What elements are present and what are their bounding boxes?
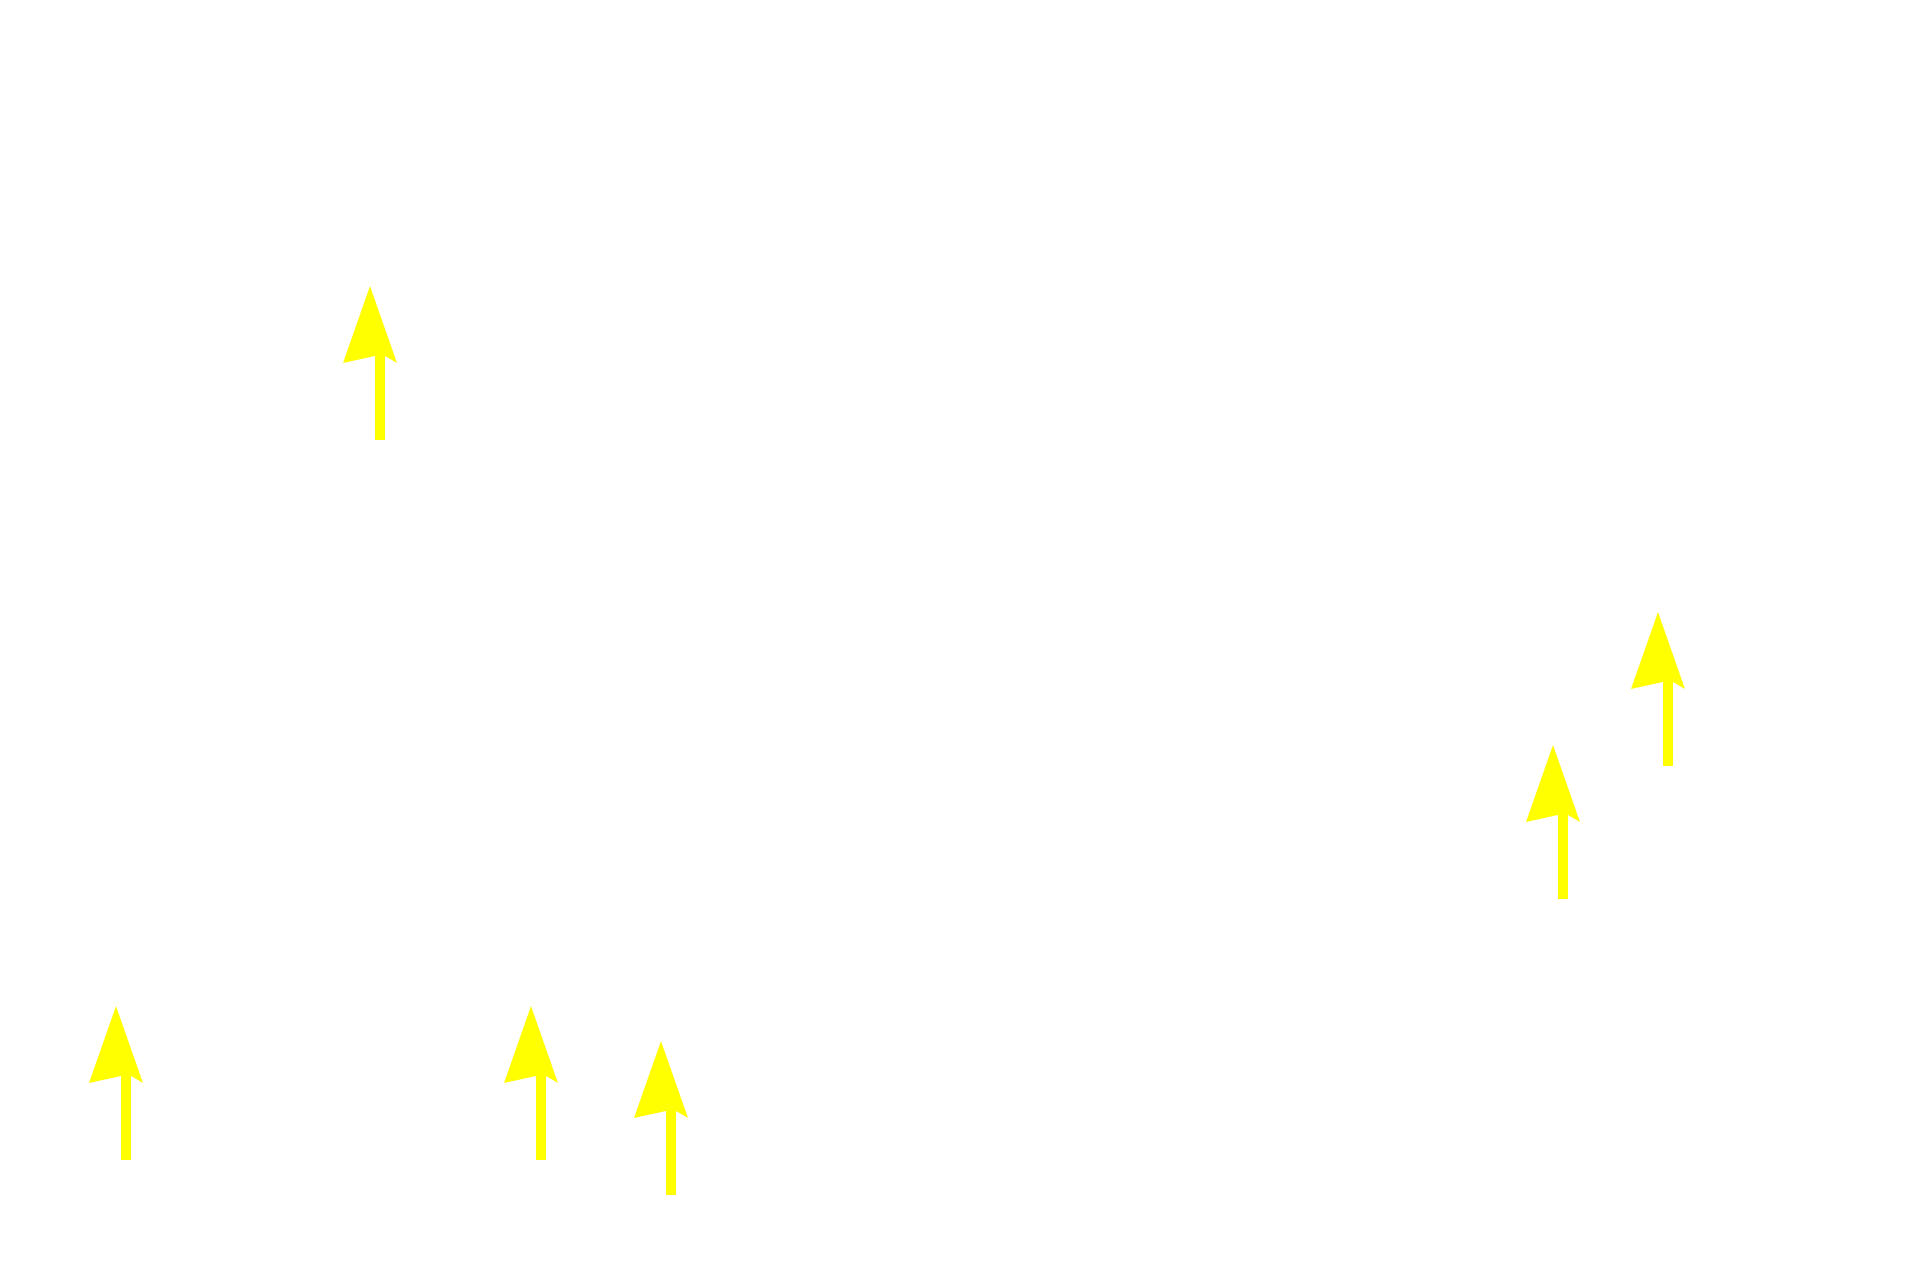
yellow-up-arrow-icon (504, 1006, 558, 1160)
yellow-up-arrow-icon (1526, 745, 1580, 899)
yellow-up-arrow-icon (1631, 612, 1685, 766)
yellow-up-arrow-icon (634, 1041, 688, 1195)
yellow-up-arrow-icon (89, 1006, 143, 1160)
yellow-up-arrow-icon (343, 286, 397, 440)
